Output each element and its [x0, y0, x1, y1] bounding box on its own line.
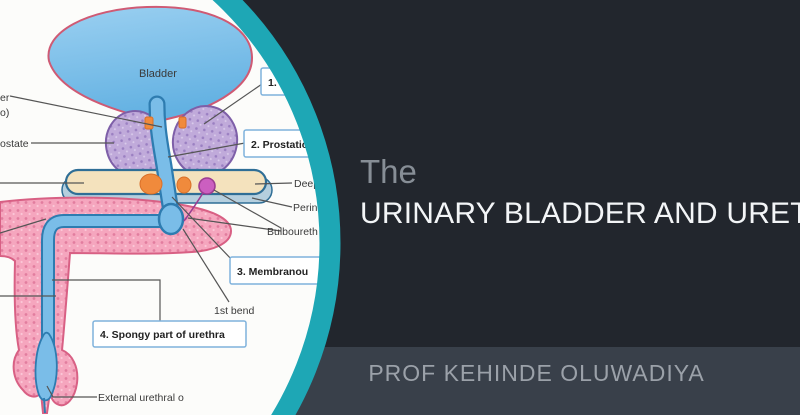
left-fragment-label-1: er [0, 92, 10, 104]
label-box-3-text: 3. Membranou [237, 266, 308, 278]
first-bend-label: 1st bend [214, 305, 254, 317]
bulbourethral-label: Bulboureth [267, 226, 318, 238]
bulbourethral-duct [183, 192, 204, 222]
anatomy-illustration: 1. I 2. Prostatic 3. Membranou 4. Spongy… [0, 0, 341, 415]
corpus-spongiosum-shape [0, 196, 233, 414]
label-box-4-text: 4. Spongy part of urethra [100, 329, 225, 341]
label-box-texts: 1. I 2. Prostatic 3. Membranou 4. Spongy… [100, 77, 308, 341]
left-fragment-label-2: o) [0, 107, 9, 119]
prostate-label: ostate [0, 138, 29, 150]
footer-author-text: PROF KEHINDE OLUWADIYA [368, 360, 705, 386]
prostate-shape [104, 105, 239, 178]
page-title: URINARY BLADDER AND URETHRA [360, 197, 800, 230]
external-orifice-slit [43, 397, 46, 414]
label-boxes [92, 67, 320, 348]
bladder-shape [47, 5, 254, 123]
deep-pouch-label: Deep [294, 178, 319, 190]
external-orifice-label: External urethral o [98, 392, 184, 404]
accent-ring [212, 0, 341, 415]
label-box-2-text: 2. Prostatic [251, 139, 308, 151]
urethra-shape [43, 97, 178, 351]
bulbourethral-gland-shape [198, 177, 216, 195]
label-box-3 [229, 256, 320, 285]
label-box-4 [92, 320, 247, 348]
leader-lines [0, 83, 293, 398]
title-prefix: The [360, 153, 417, 190]
bladder-label: Bladder [139, 68, 177, 80]
urethra-bulb-shape [157, 202, 185, 236]
perineal-membrane-label: Perine [293, 202, 324, 214]
navicular-fossa-shape [34, 331, 58, 402]
diagram-labels: Bladder er o) ostate Deep Perine Bulbour… [0, 68, 324, 404]
